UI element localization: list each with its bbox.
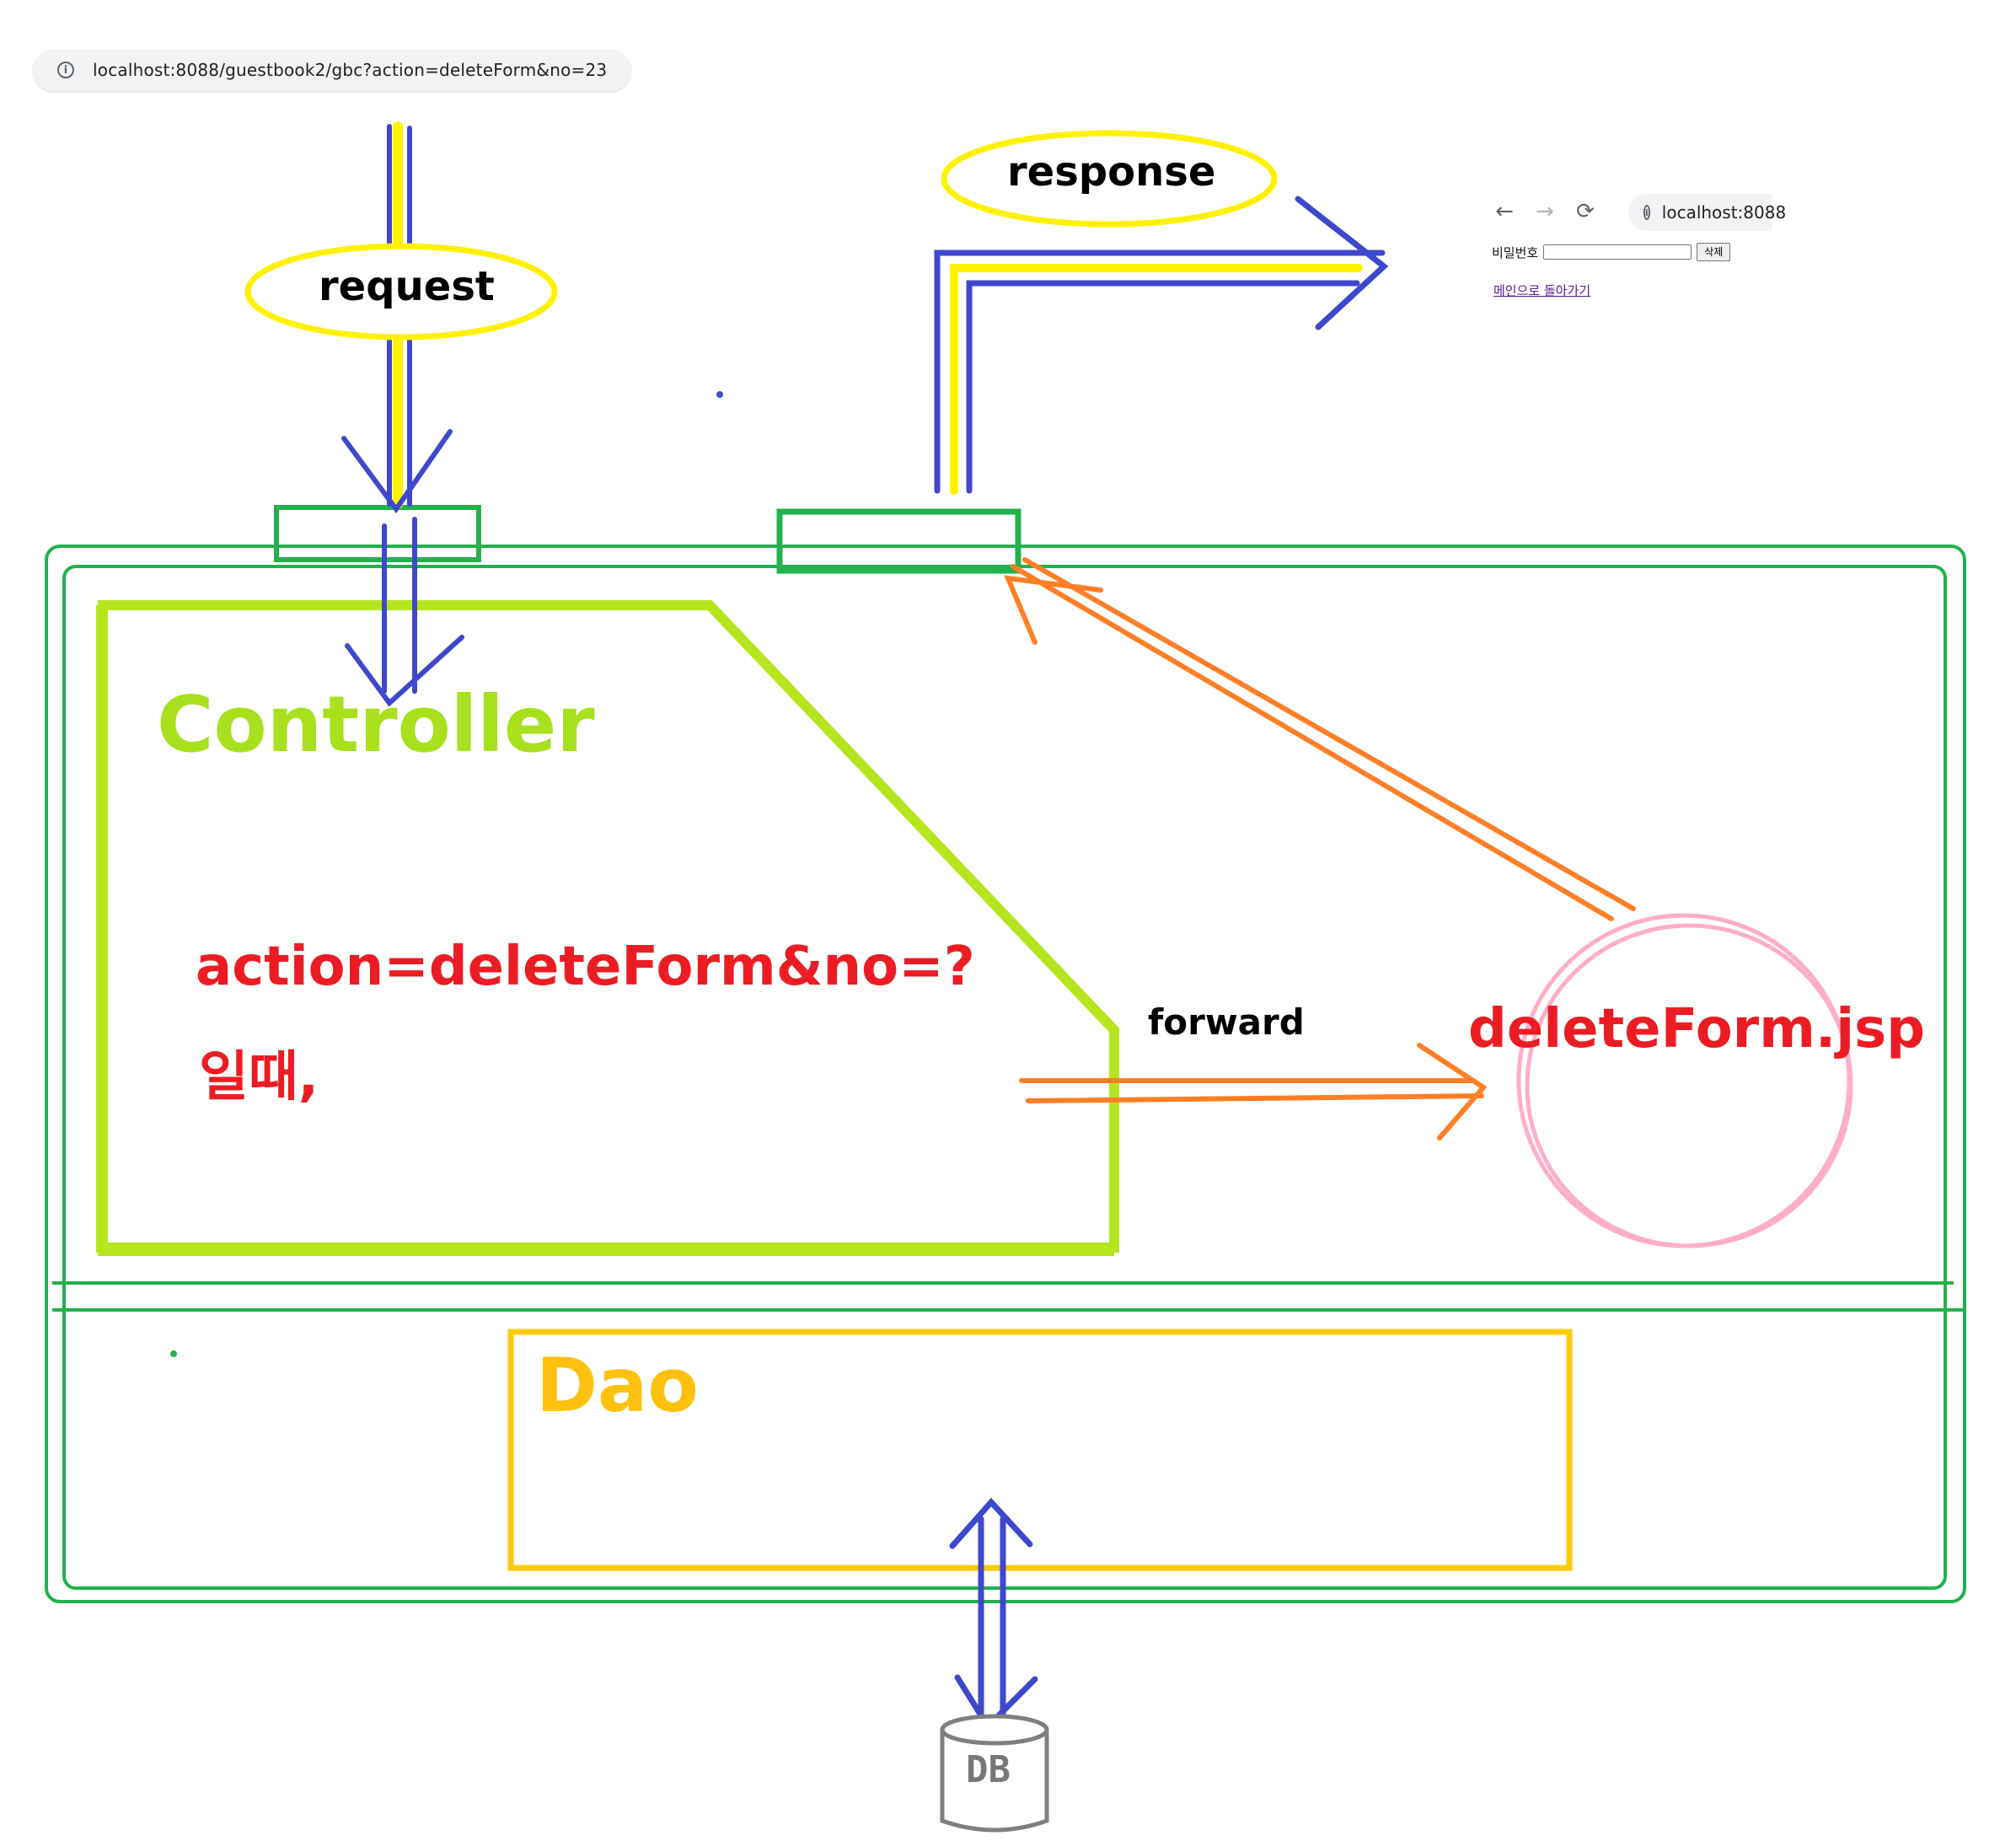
db-arrow [949,1497,1038,1731]
forward-label: forward [1148,1001,1305,1043]
blue-dot [716,391,723,398]
db-label: DB [966,1748,1011,1791]
forward-arrow [1019,1043,1488,1141]
green-dot [170,1350,177,1357]
url-text: localhost:8088/guestbook2/gbc?action=del… [93,60,608,80]
jsp-label: deleteForm.jsp [1468,998,1926,1060]
back-to-main-link[interactable]: 메인으로 돌아가기 [1493,283,1591,298]
password-label: 비밀번호 [1492,244,1539,260]
jsp-response-arrow [1004,557,1636,921]
jsp-circle [1516,913,1853,1248]
browser-nav: ← → ⟳ i localhost:8088 [1485,187,1786,238]
info-icon[interactable]: i [57,62,74,78]
password-form: 비밀번호 삭제 [1492,243,1731,261]
response-exit-box [776,508,1021,574]
when-label: 일때, [199,1046,319,1108]
forward-arrow-icon[interactable]: → [1536,199,1554,224]
controller-entry-arrow [345,517,464,707]
preview-url-text: localhost:8088 [1661,202,1787,223]
controller-shape [96,600,1119,1256]
response-label: response [1007,148,1216,196]
info-icon[interactable]: i [1643,205,1650,220]
dao-label: Dao [536,1342,699,1429]
request-label: request [319,263,495,310]
browser-preview: ← → ⟳ i localhost:8088 비밀번호 삭제 메인으로 돌아가기 [1485,187,1786,314]
reload-icon[interactable]: ⟳ [1576,199,1595,224]
request-bubble [244,243,558,341]
delete-button[interactable]: 삭제 [1697,243,1731,261]
back-arrow-icon[interactable]: ← [1495,199,1514,224]
address-bar[interactable]: i localhost:8088/guestbook2/gbc?action=d… [32,49,632,93]
password-input[interactable] [1543,244,1692,260]
request-entry-box [274,505,481,562]
controller-label: Controller [157,679,595,770]
response-arrow [934,196,1389,495]
action-label: action=deleteForm&no=? [196,936,975,998]
response-bubble [941,130,1278,228]
db-cylinder [940,1714,1049,1833]
dao-box [507,1328,1573,1571]
preview-address-bar[interactable]: i localhost:8088 [1628,194,1786,231]
